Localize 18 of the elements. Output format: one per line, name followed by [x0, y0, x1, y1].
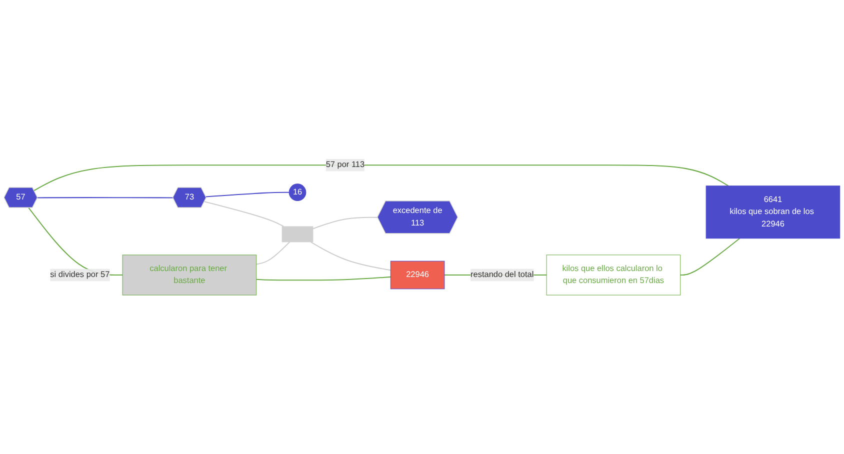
- node-box: 22946: [390, 260, 445, 290]
- connector: [680, 238, 740, 276]
- edge-label: si divides por 57: [50, 270, 110, 280]
- connector: [256, 242, 290, 265]
- connector: [310, 242, 391, 271]
- connector: [256, 276, 391, 281]
- node-box: 6641 kilos que sobran de los 22946: [706, 186, 840, 239]
- connector: [204, 201, 284, 227]
- connector: [38, 197, 174, 198]
- node-box: kilos que ellos calcularon lo que consumieron en 57dias: [546, 254, 681, 296]
- node-box: calcularon para tener bastante: [122, 254, 257, 296]
- edge-label: 57 por 113: [326, 160, 365, 170]
- connector: [34, 164, 729, 192]
- edge-label: restando del total: [470, 270, 534, 280]
- connector: [206, 192, 290, 198]
- node-box: [282, 226, 314, 242]
- node-circle: 16: [288, 184, 306, 202]
- connector: [312, 216, 378, 230]
